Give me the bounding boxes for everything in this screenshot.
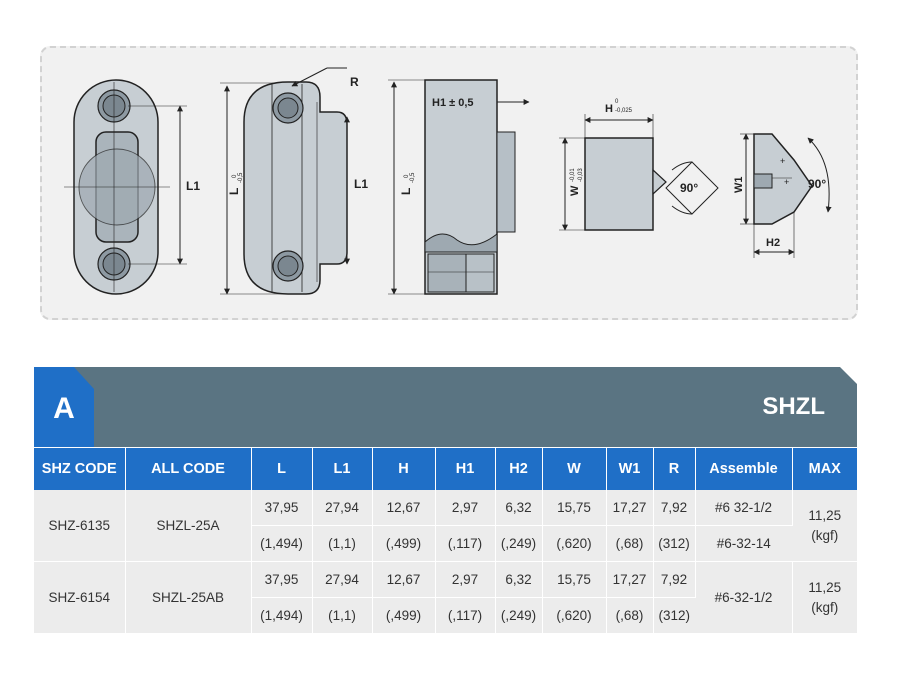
h2-metric-cell: 6,32: [495, 490, 543, 526]
column-header: H2: [495, 448, 543, 490]
column-header: Assemble: [695, 448, 793, 490]
svg-text:-0,025: -0,025: [615, 108, 633, 114]
svg-text:0: 0: [404, 174, 410, 178]
r-metric-cell: 7,92: [653, 490, 696, 526]
w1-label: W1: [733, 177, 745, 194]
svg-text:+: +: [780, 156, 785, 166]
front-view: L 0 -0,5 R L1: [220, 67, 368, 295]
max-cell: 11,25 (kgf): [792, 490, 857, 562]
svg-text:0: 0: [615, 99, 619, 105]
section-header-shape: [34, 367, 857, 447]
angle-label-1: 90°: [680, 181, 698, 195]
svg-text:-0,03: -0,03: [578, 168, 584, 182]
h2-inch-cell: (,249): [495, 597, 543, 634]
h-inch-cell: (,499): [372, 525, 436, 562]
l1-metric-cell: 27,94: [312, 561, 373, 598]
w1-inch-cell: (,68): [606, 525, 654, 562]
l-inch-cell: (1,494): [251, 525, 313, 562]
l1-inch-cell: (1,1): [312, 525, 373, 562]
svg-text:-0,5: -0,5: [410, 172, 416, 183]
l1-front-label: L1: [186, 179, 200, 193]
top-view: L1: [64, 79, 200, 295]
column-header: L: [251, 448, 313, 490]
max-value: 11,25: [808, 579, 842, 595]
column-header: ALL CODE: [125, 448, 252, 490]
column-header: R: [653, 448, 696, 490]
max-unit: (kgf): [811, 599, 839, 615]
w1-inch-cell: (,68): [606, 597, 654, 634]
w1-metric-cell: 17,27: [606, 561, 654, 598]
svg-text:-0,5: -0,5: [238, 172, 244, 183]
column-header: W1: [606, 448, 654, 490]
h1-metric-cell: 2,97: [435, 490, 496, 526]
h1-label: H1 ± 0,5: [432, 97, 474, 109]
h-inch-cell: (,499): [372, 597, 436, 634]
column-header: W: [542, 448, 607, 490]
svg-text:-0,01: -0,01: [570, 168, 576, 182]
h2-metric-cell: 6,32: [495, 561, 543, 598]
max-value: 11,25: [808, 507, 842, 523]
h-label: H: [605, 103, 613, 115]
h1-inch-cell: (,117): [435, 597, 496, 634]
assemble-cell: #6 32-1/2: [695, 490, 793, 526]
h1-inch-cell: (,117): [435, 525, 496, 562]
column-header: H1: [435, 448, 496, 490]
l1-side-label: L1: [354, 177, 368, 191]
column-header: H: [372, 448, 436, 490]
svg-text:+: +: [784, 177, 789, 187]
spec-table: SHZ CODE ALL CODE L L1 H H1 H2 W W1 R As…: [34, 448, 857, 634]
side-view: L 0 -0,5 H1 ± 0,5: [388, 79, 530, 295]
shz-code-cell: SHZ-6135: [34, 490, 126, 562]
r-metric-cell: 7,92: [653, 561, 696, 598]
r-inch-cell: (312): [653, 597, 695, 634]
l-dim-label: L: [227, 188, 241, 195]
table-header-row: SHZ CODE ALL CODE L L1 H H1 H2 W W1 R As…: [34, 448, 857, 490]
r-label: R: [350, 75, 359, 89]
h-metric-cell: 12,67: [372, 490, 436, 526]
section-title: SHZL: [762, 393, 825, 420]
r-inch-cell: (312): [653, 525, 696, 562]
w-metric-cell: 15,75: [542, 490, 607, 526]
table-row: (1,494) (1,1) (,499) (,117) (,249) (,620…: [34, 597, 857, 634]
l-inch-cell: (1,494): [251, 597, 313, 634]
l-metric-cell: 37,95: [251, 561, 313, 598]
h1-metric-cell: 2,97: [435, 561, 496, 598]
h2-inch-cell: (,249): [495, 525, 543, 562]
max-cell: 11,25 (kgf): [792, 561, 857, 634]
all-code-cell: SHZL-25AB: [125, 561, 252, 634]
l1-metric-cell: 27,94: [312, 490, 373, 526]
column-header: SHZ CODE: [34, 448, 126, 490]
profile-view: + + W1 90° H2: [733, 133, 832, 258]
block-view: H 0 -0,025 W -0,01 -0,03 90°: [559, 99, 719, 231]
max-unit: (kgf): [811, 527, 839, 543]
w1-metric-cell: 17,27: [606, 490, 654, 526]
assemble-cell: #6-32-14: [695, 525, 792, 562]
table-row: SHZ-6154 SHZL-25AB 37,95 27,94 12,67 2,9…: [34, 561, 857, 634]
all-code-cell: SHZL-25A: [125, 490, 252, 562]
assemble-cell: #6-32-1/2: [695, 561, 793, 634]
technical-drawing: L1 L 0 -0,5 R L1: [64, 67, 832, 295]
svg-text:0: 0: [232, 174, 238, 178]
angle-label-2: 90°: [808, 177, 826, 191]
table-row: (1,494) (1,1) (,499) (,117) (,249) (,620…: [34, 525, 857, 562]
l-metric-cell: 37,95: [251, 490, 313, 526]
column-header: L1: [312, 448, 373, 490]
l1-inch-cell: (1,1): [312, 597, 373, 634]
w-inch-cell: (,620): [542, 597, 607, 634]
section-letter: A: [53, 392, 75, 425]
w-inch-cell: (,620): [542, 525, 607, 562]
technical-drawing-panel: L1 L 0 -0,5 R L1: [40, 46, 858, 320]
shz-code-cell: SHZ-6154: [34, 561, 126, 634]
w-metric-cell: 15,75: [542, 561, 607, 598]
h2-label: H2: [766, 237, 780, 249]
column-header: MAX: [792, 448, 857, 490]
h-metric-cell: 12,67: [372, 561, 436, 598]
l-dim-label-2: L: [399, 188, 413, 195]
w-label: W: [569, 185, 581, 196]
section-header: A SHZL: [34, 367, 857, 447]
table-row: SHZ-6135 SHZL-25A 37,95 27,94 12,67 2,97…: [34, 490, 857, 562]
